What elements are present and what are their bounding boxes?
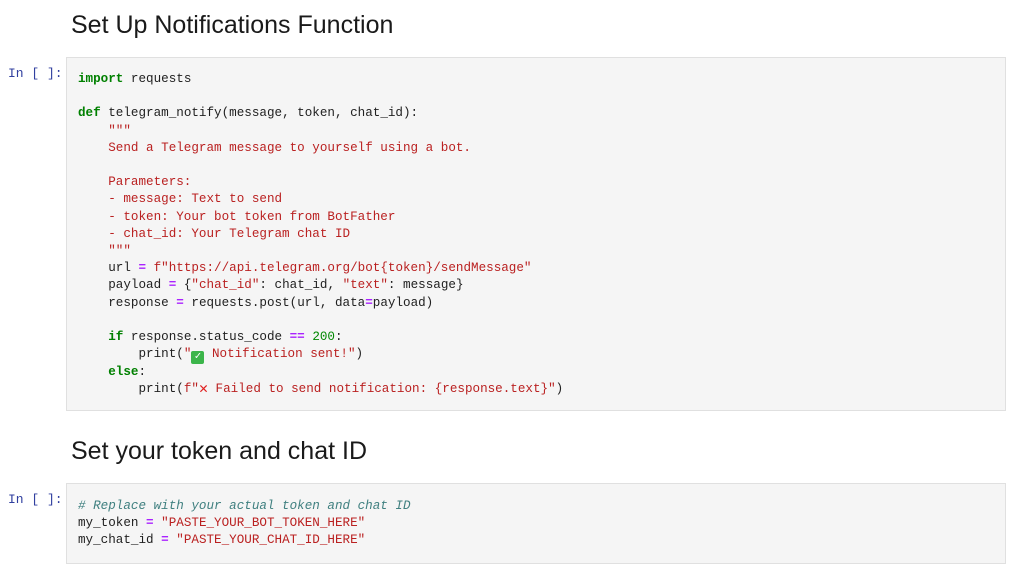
code-line: - chat_id: Your Telegram chat ID (108, 226, 351, 241)
code-cell-token[interactable]: # Replace with your actual token and cha… (66, 483, 1006, 564)
section-heading-notifications: Set Up Notifications Function (71, 11, 394, 39)
code-line: if response.status_code == 200: (108, 330, 343, 345)
code-line: payload = {"chat_id": chat_id, "text": m… (108, 278, 464, 293)
code-editor[interactable]: # Replace with your actual token and cha… (67, 484, 1005, 550)
code-editor[interactable]: import requests def telegram_notify(mess… (67, 58, 1005, 399)
code-line: print("✓ Notification sent!") (138, 347, 364, 365)
code-line: def telegram_notify(message, token, chat… (78, 106, 419, 121)
code-line: """ (108, 244, 131, 259)
code-line: Parameters: (108, 175, 192, 190)
code-line: print(f"✕ Failed to send notification: {… (138, 381, 564, 399)
code-cell-notify[interactable]: import requests def telegram_notify(mess… (66, 57, 1006, 411)
code-line: response = requests.post(url, data=paylo… (108, 295, 434, 310)
check-mark-icon: ✓ (191, 351, 205, 365)
code-line: import requests (78, 72, 192, 86)
cell-prompt: In [ ]: (8, 66, 63, 81)
code-line: # Replace with your actual token and cha… (78, 499, 411, 513)
code-line: else: (108, 365, 147, 380)
code-line: """ (108, 123, 131, 138)
code-line: my_chat_id = "PASTE_YOUR_CHAT_ID_HERE" (78, 533, 366, 548)
code-line: my_token = "PASTE_YOUR_BOT_TOKEN_HERE" (78, 516, 366, 531)
code-line: - token: Your bot token from BotFather (108, 209, 396, 224)
code-line: - message: Text to send (108, 192, 283, 207)
code-line: Send a Telegram message to yourself usin… (108, 140, 471, 155)
code-line: url = f"https://api.telegram.org/bot{tok… (108, 261, 532, 276)
section-heading-token: Set your token and chat ID (71, 437, 368, 465)
cell-prompt: In [ ]: (8, 492, 63, 507)
cross-mark-icon: ✕ (198, 381, 208, 399)
